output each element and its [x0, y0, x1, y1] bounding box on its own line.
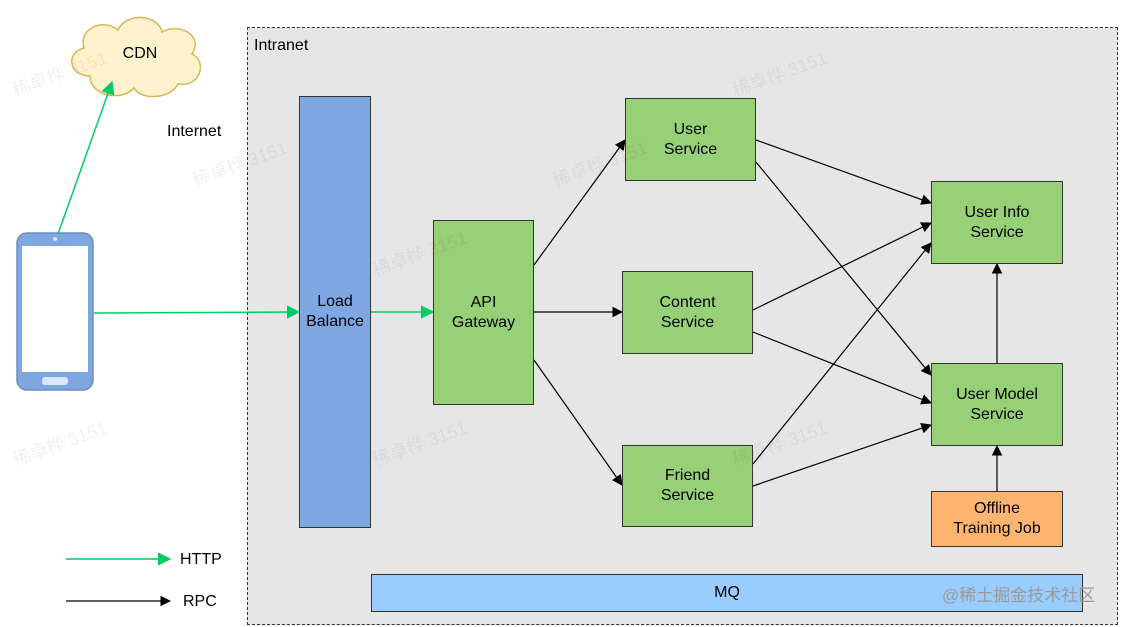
http-phone-to-cdn [57, 80, 115, 235]
rpc-user-to-userinfo [755, 139, 933, 205]
rpc-gateway-to-user [533, 139, 626, 266]
api-gateway-node: API Gateway [433, 220, 534, 405]
rpc-content-to-userinfo [752, 222, 932, 311]
intranet-label: Intranet [254, 37, 309, 54]
credit-watermark: @稀土掘金技术社区 [942, 586, 1096, 605]
rpc-friend-to-usermodel [752, 423, 933, 487]
friend-service-node: Friend Service [622, 445, 753, 527]
user-info-service-node: User Info Service [931, 181, 1063, 264]
cdn-cloud-icon [71, 16, 202, 98]
cdn-label: CDN [122, 45, 158, 62]
content-service-node: Content Service [622, 271, 753, 354]
legend-rpc-label: RPC [183, 593, 217, 610]
offline-training-job-node: Offline Training Job [931, 491, 1063, 547]
legend-http-label: HTTP [180, 551, 222, 568]
mobile-phone-icon [16, 232, 94, 391]
user-model-service-node: User Model Service [931, 363, 1063, 446]
rpc-user-to-usermodel [755, 161, 932, 376]
http-phone-to-lb [93, 305, 301, 319]
rpc-content-to-usermodel [752, 331, 933, 405]
user-service-node: User Service [625, 98, 756, 181]
load-balance-node: Load Balance [299, 96, 371, 528]
rpc-friend-to-userinfo [752, 242, 932, 465]
mq-node: MQ [371, 574, 1083, 612]
rpc-gateway-to-friend [533, 359, 623, 486]
internet-label: Internet [167, 123, 222, 140]
